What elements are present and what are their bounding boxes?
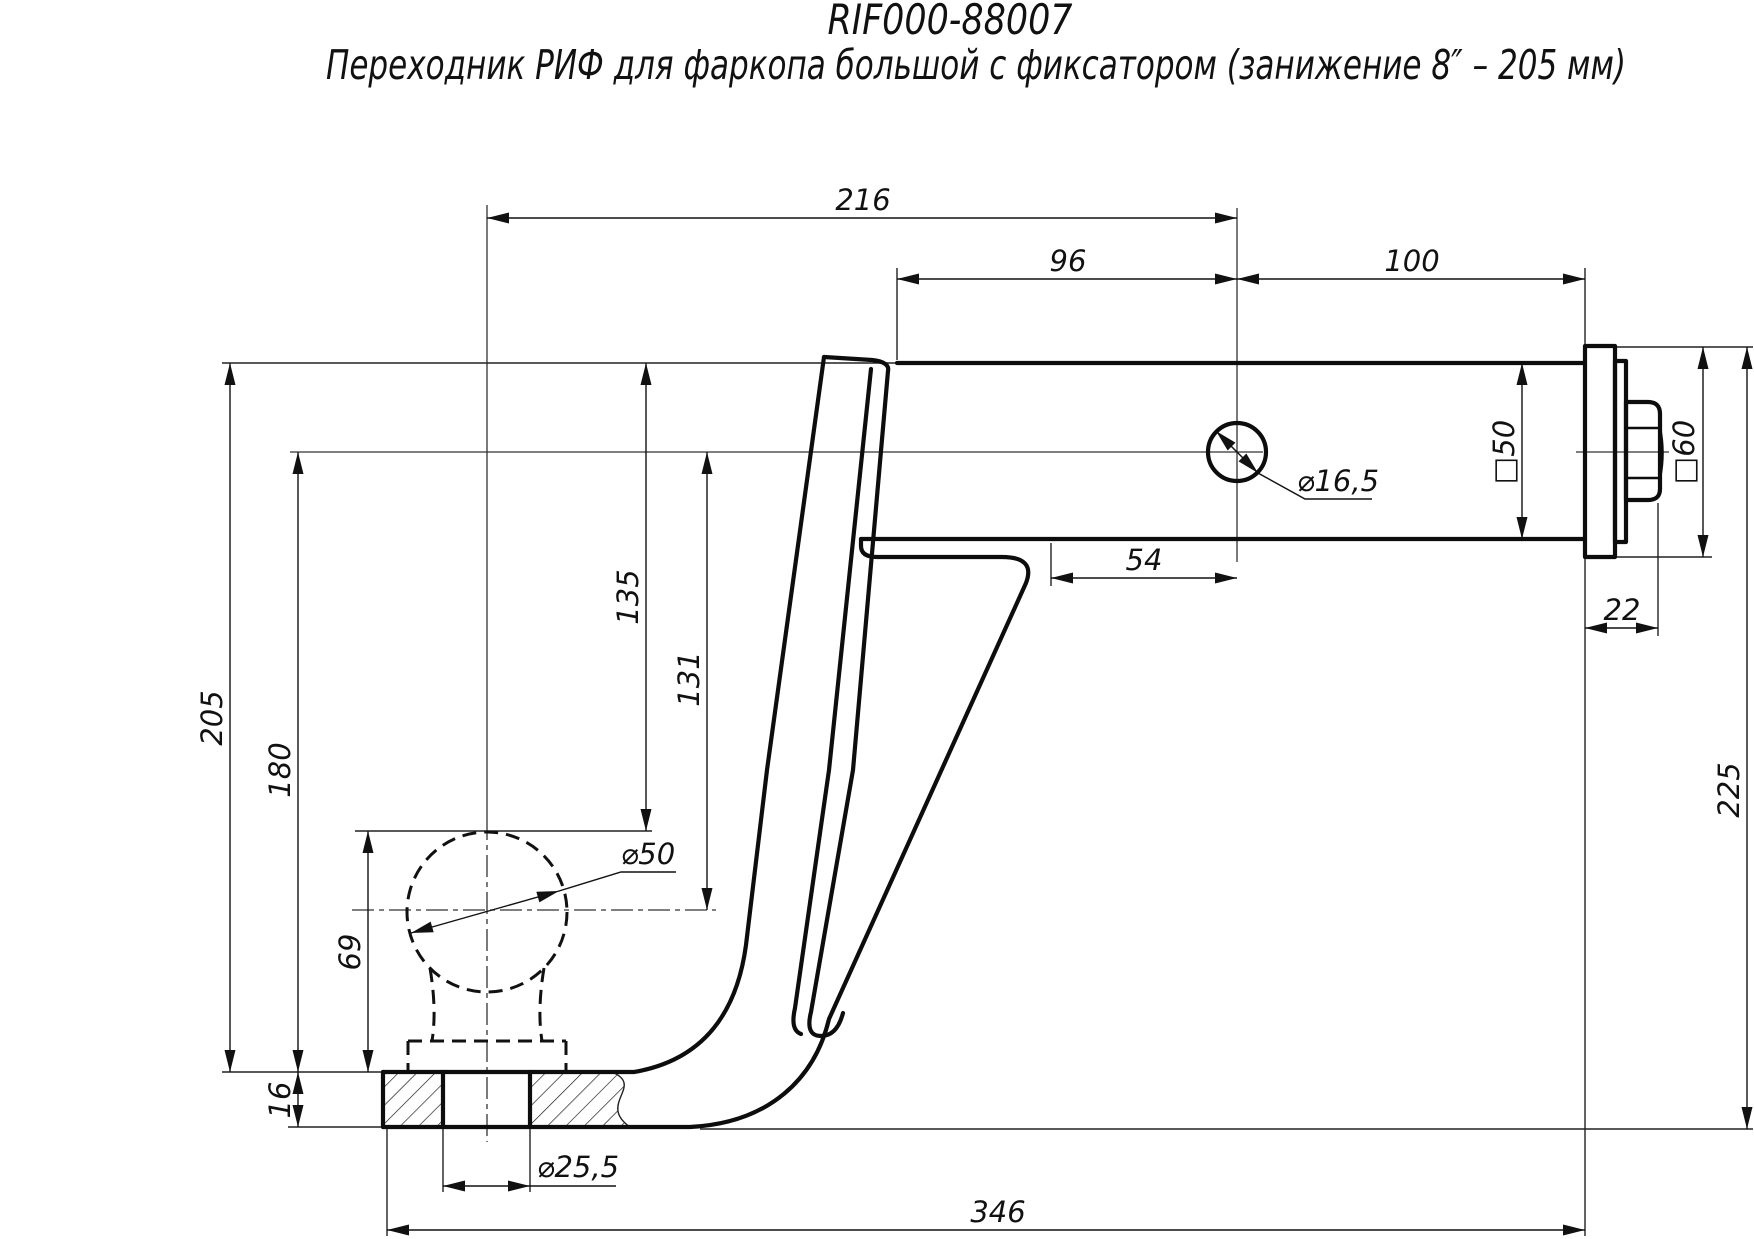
dim-label-225: 225 — [1712, 762, 1746, 817]
ball-neck-left — [428, 967, 436, 1042]
break-line — [611, 1071, 631, 1128]
dimension-labels: 216 96 100 54 ⌀16,5 22 346 ⌀25,5 ⌀50 205… — [195, 183, 1746, 1229]
part-outline — [380, 343, 1664, 1130]
bracket-inner-edge — [791, 366, 874, 1037]
hatching — [383, 1071, 631, 1128]
bracket-front-edge — [380, 354, 827, 1075]
dim-label-22: 22 — [1604, 593, 1641, 627]
dim-label-69: 69 — [333, 934, 367, 971]
center-lines — [290, 205, 1669, 1142]
dim-label-205: 205 — [195, 690, 229, 745]
dim-label-180: 180 — [263, 742, 297, 797]
dim-label-131: 131 — [672, 651, 706, 706]
bracket-rear-edge — [807, 368, 891, 1039]
dim-label-16: 16 — [263, 1082, 297, 1119]
extension-lines — [222, 268, 1753, 1236]
bracket-top-tab — [821, 354, 891, 374]
dim-label-100: 100 — [1384, 244, 1439, 278]
dim-label-216: 216 — [835, 183, 890, 217]
tow-ball — [405, 830, 569, 994]
drawing-subtitle: Переходник РИФ для фаркопа большой с фик… — [326, 41, 1626, 89]
drawing-title: RIF000-88007 — [828, 0, 1073, 44]
dim-label-135: 135 — [611, 569, 645, 624]
dim-label-ball-dia: ⌀50 — [621, 837, 675, 871]
dim-label-sq50: □50 — [1487, 420, 1521, 484]
dim-label-plate-hole-dia: ⌀25,5 — [537, 1150, 619, 1184]
arrowheads — [224, 212, 1753, 1236]
dim-label-346: 346 — [970, 1195, 1025, 1229]
bracket-gusset-foot — [380, 536, 1031, 1130]
ball-neck-right — [538, 967, 546, 1042]
ball-dia-leader — [410, 871, 676, 934]
dim-label-sq60: □60 — [1667, 420, 1701, 484]
dim-label-hole-dia: ⌀16,5 — [1297, 464, 1379, 498]
dim-label-96: 96 — [1050, 244, 1087, 278]
dim-label-54: 54 — [1126, 543, 1163, 577]
hole-dia-leader — [1215, 430, 1372, 500]
dimension-lines — [229, 217, 1748, 1231]
lock-nut-facets — [1624, 426, 1664, 480]
pin-hole — [1205, 420, 1269, 484]
lock-nut — [1623, 399, 1663, 503]
hidden-ball-outline — [405, 830, 569, 1071]
